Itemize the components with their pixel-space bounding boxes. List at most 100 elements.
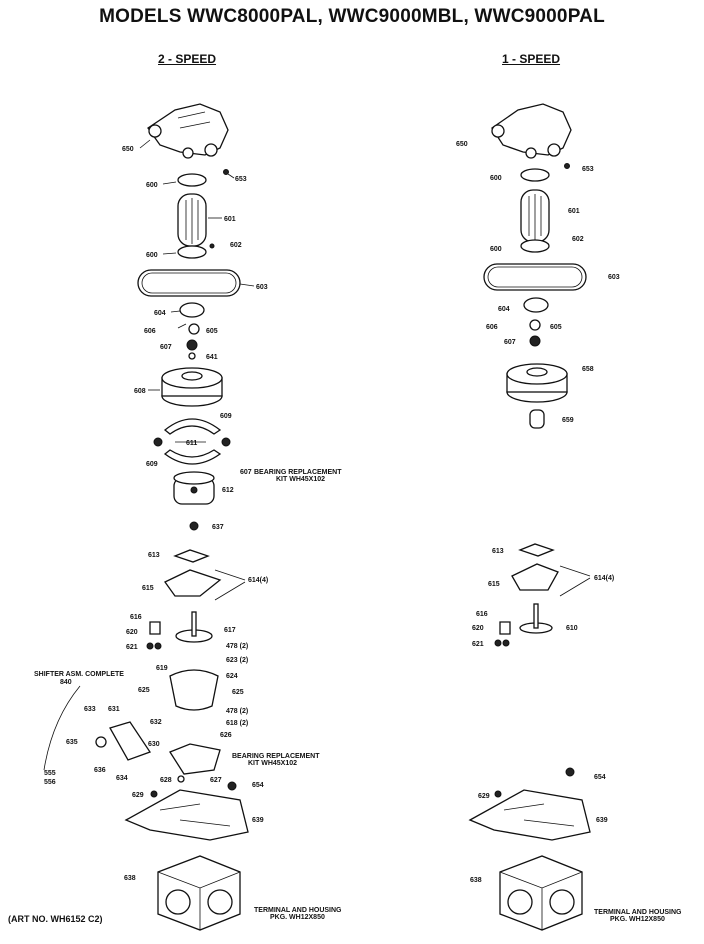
part-label: 641 <box>206 354 218 361</box>
part-label: 650 <box>456 141 468 148</box>
bearing-note: BEARING REPLACEMENT <box>254 469 342 476</box>
drive-motor <box>157 855 241 931</box>
part-label: 614(4) <box>594 575 614 582</box>
terminal-pkg: PKG. WH12X850 <box>610 916 665 923</box>
part-label: 612 <box>222 487 234 494</box>
part-label: 609 <box>146 461 158 468</box>
pump-assembly-left <box>147 103 229 159</box>
part-label: 606 <box>144 328 156 335</box>
part-label: 635 <box>66 739 78 746</box>
part-label: 600 <box>490 246 502 253</box>
part-label: 478 (2) <box>226 708 248 715</box>
clamp <box>520 239 550 253</box>
pulley <box>179 302 205 318</box>
pulley <box>523 297 549 313</box>
part-label: 653 <box>235 176 247 183</box>
part-label: 637 <box>212 524 224 531</box>
part-label: 625 <box>138 687 150 694</box>
part-label: 629 <box>132 792 144 799</box>
part-label: 620 <box>126 629 138 636</box>
one-speed-heading: 1 - SPEED <box>502 52 561 66</box>
gear-case-cover <box>164 569 222 597</box>
bushing <box>529 409 545 429</box>
pump-assembly-right <box>491 103 572 159</box>
part-label: 603 <box>256 284 268 291</box>
part-label: 658 <box>582 366 594 373</box>
spin-drum <box>506 363 568 403</box>
part-label: 602 <box>230 242 242 249</box>
part-label: 603 <box>608 274 620 281</box>
part-label: 601 <box>568 208 580 215</box>
part-label: 627 <box>210 777 222 784</box>
part-label: 607 <box>160 344 172 351</box>
part-label: 631 <box>108 706 120 713</box>
gear-case <box>169 743 221 775</box>
part-label: 605 <box>550 324 562 331</box>
part-label: 613 <box>148 552 160 559</box>
part-label: 659 <box>562 417 574 424</box>
part-label: 601 <box>224 216 236 223</box>
part-label: 604 <box>154 310 166 317</box>
part-label: 478 (2) <box>226 643 248 650</box>
shifter-number: 840 <box>60 679 72 686</box>
clamp <box>177 173 207 187</box>
part-label: 626 <box>220 732 232 739</box>
part-label: 617 <box>224 627 236 634</box>
mounting-plate <box>124 789 249 841</box>
part-label: 625 <box>232 689 244 696</box>
part-label: 602 <box>572 236 584 243</box>
part-label: 623 (2) <box>226 657 248 664</box>
part-label: 607 <box>240 469 252 476</box>
part-label: 620 <box>472 625 484 632</box>
drive-motor <box>499 855 583 931</box>
part-label: 654 <box>594 774 606 781</box>
part-label: 618 (2) <box>226 720 248 727</box>
part-label: 650 <box>122 146 134 153</box>
part-label: 606 <box>486 324 498 331</box>
part-label: 638 <box>470 877 482 884</box>
part-label: 628 <box>160 777 172 784</box>
part-label: 611 <box>186 440 197 447</box>
clamp <box>520 168 550 182</box>
shifter-title: SHIFTER ASM. COMPLETE <box>34 671 124 678</box>
part-label: 636 <box>94 767 106 774</box>
part-label: 609 <box>220 413 232 420</box>
part-label: 638 <box>124 875 136 882</box>
clutch-drum <box>161 367 223 407</box>
terminal-note: TERMINAL AND HOUSING <box>594 909 682 916</box>
bearing-kit: KIT WH45X102 <box>248 760 297 767</box>
terminal-note: TERMINAL AND HOUSING <box>254 907 342 914</box>
part-label: 608 <box>134 388 146 395</box>
transmission-bearing <box>173 471 215 505</box>
part-label: 604 <box>498 306 510 313</box>
part-label: 630 <box>148 741 160 748</box>
mounting-plate <box>468 789 591 841</box>
part-label: 615 <box>142 585 154 592</box>
part-label: 616 <box>130 614 142 621</box>
part-label: 616 <box>476 611 488 618</box>
part-label: 633 <box>84 706 96 713</box>
brake-shoe <box>163 449 222 465</box>
part-label: 629 <box>478 793 490 800</box>
brake-shoe <box>163 418 222 435</box>
part-label: 654 <box>252 782 264 789</box>
part-label: 607 <box>504 339 516 346</box>
drive-belt <box>137 269 241 297</box>
part-label: 555 <box>44 770 56 777</box>
terminal-pkg: PKG. WH12X850 <box>270 914 325 921</box>
part-label: 639 <box>596 817 608 824</box>
part-label: 613 <box>492 548 504 555</box>
part-label: 605 <box>206 328 218 335</box>
bearing-kit: KIT WH45X102 <box>276 476 325 483</box>
part-label: 619 <box>156 665 168 672</box>
part-label: 624 <box>226 673 238 680</box>
part-label: 556 <box>44 779 56 786</box>
diagram-title: MODELS WWC8000PAL, WWC9000MBL, WWC9000PA… <box>99 6 605 27</box>
two-speed-heading: 2 - SPEED <box>158 52 217 66</box>
part-label: 632 <box>150 719 162 726</box>
part-label: 614(4) <box>248 577 268 584</box>
drive-belt <box>483 263 587 291</box>
part-label: 600 <box>146 182 158 189</box>
part-label: 639 <box>252 817 264 824</box>
